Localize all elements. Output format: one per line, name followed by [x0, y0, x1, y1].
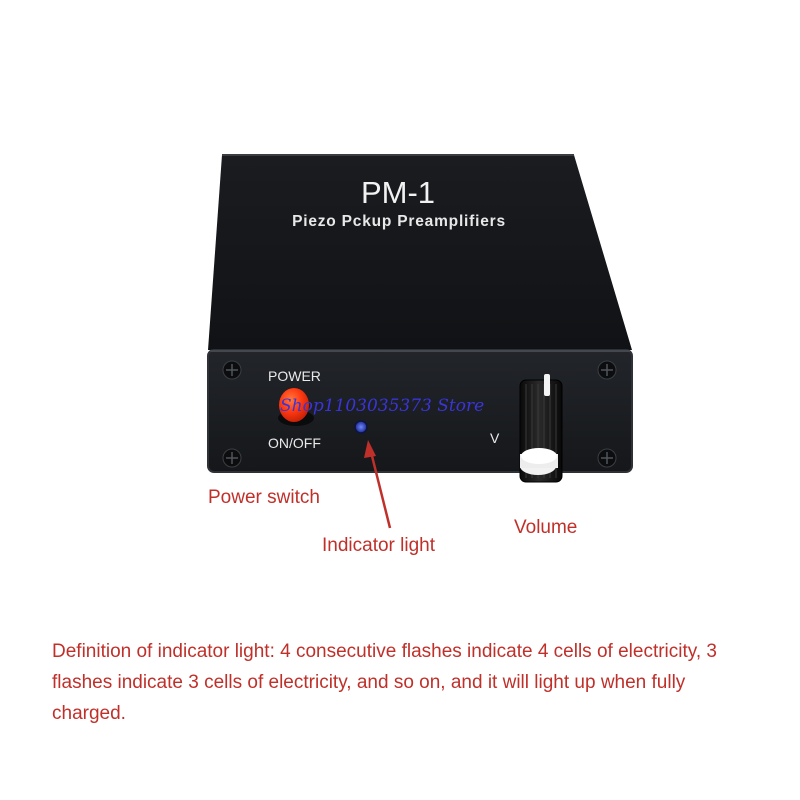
- volume-label: Volume: [514, 517, 578, 538]
- indicator-definition-text: Definition of indicator light: 4 consecu…: [52, 641, 717, 724]
- screw-icon: [597, 448, 617, 468]
- indicator-light-label: Indicator light: [322, 535, 436, 556]
- power-switch-label: Power switch: [208, 487, 320, 508]
- indicator-led: [354, 420, 368, 434]
- power-button: [279, 388, 309, 422]
- power-label-bottom: ON/OFF: [268, 435, 321, 451]
- volume-knob: [519, 374, 563, 483]
- screw-icon: [597, 360, 617, 380]
- store-watermark: Shop1103035373 Store: [280, 396, 485, 416]
- screw-icon: [222, 360, 242, 380]
- power-label-top: POWER: [268, 368, 321, 384]
- volume-letter: V: [490, 430, 500, 446]
- indicator-arrow-icon: [364, 440, 392, 529]
- volume-knob-indicator-line: [544, 374, 550, 396]
- device-subtitle: Piezo Pckup Preamplifiers: [292, 213, 506, 230]
- screw-icon: [222, 448, 242, 468]
- device-model-title: PM-1: [361, 175, 435, 210]
- device-top-face: [208, 155, 632, 350]
